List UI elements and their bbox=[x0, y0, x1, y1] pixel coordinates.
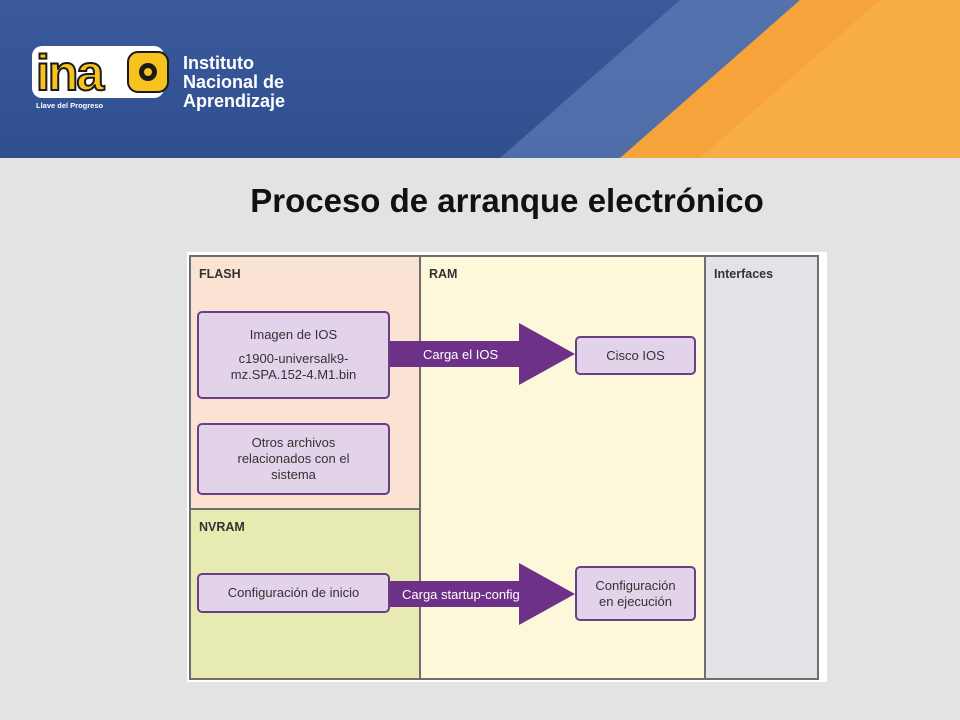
startup-config-box: Configuración de inicio bbox=[197, 573, 390, 613]
institution-line-2: Nacional de bbox=[183, 72, 285, 92]
load-ios-label: Carga el IOS bbox=[423, 347, 499, 362]
other-files-line-2: relacionados con el bbox=[237, 451, 350, 466]
startup-config-label: Configuración de inicio bbox=[227, 585, 360, 600]
load-startup-config-arrow bbox=[389, 563, 575, 625]
running-config-line-2: en ejecución bbox=[599, 593, 672, 609]
other-files-line-3: sistema bbox=[271, 467, 316, 482]
running-config-line-1: Configuración bbox=[595, 577, 676, 593]
other-files-box: Otros archivos relacionados con el siste… bbox=[197, 423, 390, 495]
institution-name: Instituto Nacional de Aprendizaje bbox=[183, 54, 285, 111]
ina-logo: ina bbox=[32, 44, 177, 105]
cisco-ios-label: Cisco IOS bbox=[606, 347, 665, 363]
header-banner: ina Llave del Progreso Instituto Naciona… bbox=[0, 0, 960, 158]
load-ios-arrow bbox=[389, 323, 575, 385]
page-title: Proceso de arranque electrónico bbox=[250, 182, 764, 219]
ios-image-line-2: c1900-universalk9- bbox=[238, 351, 349, 366]
ina-logo-mark: ina bbox=[32, 44, 169, 102]
boot-process-diagram: FLASH NVRAM RAM Interfaces Carga el IOS … bbox=[187, 252, 827, 682]
institution-line-1: Instituto bbox=[183, 53, 254, 73]
interfaces-zone: Interfaces bbox=[704, 255, 819, 680]
ios-image-box: Imagen de IOS c1900-universalk9- mz.SPA.… bbox=[197, 311, 390, 399]
flash-label: FLASH bbox=[199, 267, 241, 281]
ios-image-line-3: mz.SPA.152-4.M1.bin bbox=[230, 367, 357, 382]
ram-label: RAM bbox=[429, 267, 458, 281]
other-files-line-1: Otros archivos bbox=[251, 435, 336, 450]
svg-text:ina: ina bbox=[36, 45, 105, 100]
institution-line-3: Aprendizaje bbox=[183, 91, 286, 111]
running-config-box: Configuración en ejecución bbox=[575, 566, 696, 621]
interfaces-label: Interfaces bbox=[714, 267, 774, 281]
logo-slogan: Llave del Progreso bbox=[36, 101, 104, 110]
header-background bbox=[500, 0, 960, 158]
ios-image-line-1: Imagen de IOS bbox=[249, 327, 338, 342]
cisco-ios-box: Cisco IOS bbox=[575, 336, 696, 375]
nvram-label: NVRAM bbox=[199, 520, 245, 534]
load-startup-config-label: Carga startup-config bbox=[402, 587, 520, 602]
